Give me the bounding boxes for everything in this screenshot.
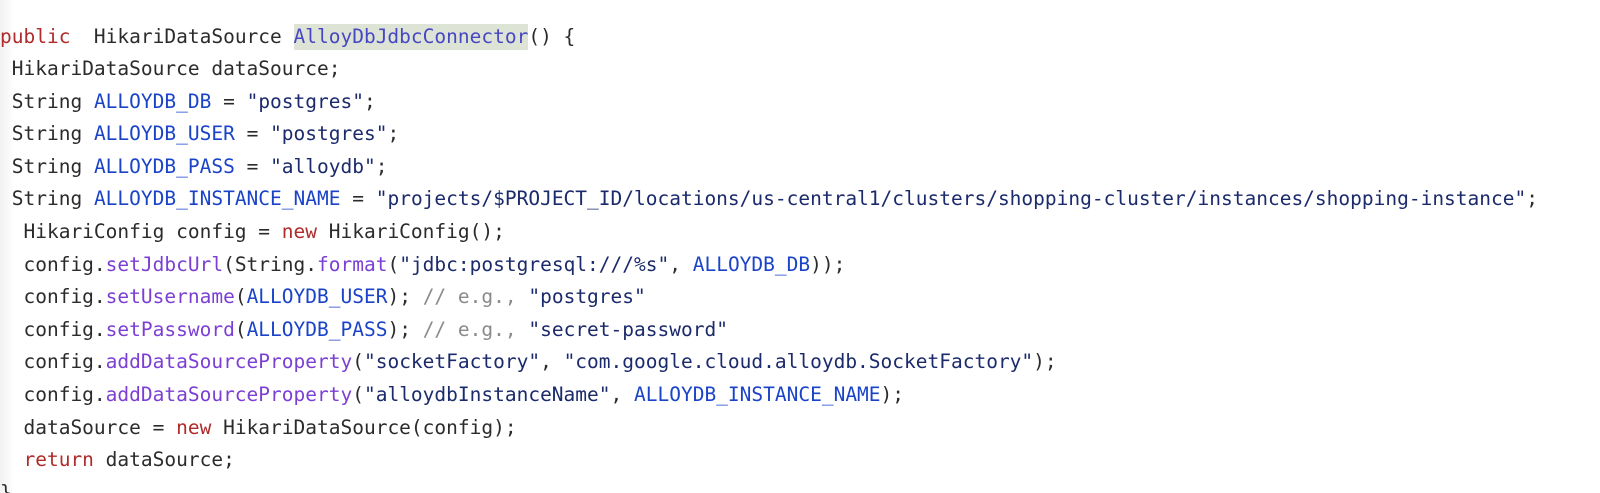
code-line: HikariConfig config = new HikariConfig()… (0, 216, 1600, 249)
code-token-string: "alloydb" (270, 154, 376, 178)
code-token-plain: ; (387, 122, 400, 146)
code-token-plain: config. (23, 350, 106, 374)
code-token-plain: ); (1033, 350, 1057, 374)
code-token-var: ALLOYDB_DB (692, 252, 811, 276)
code-line: return dataSource; (0, 444, 1600, 477)
code-token-method: addDataSourceProperty (105, 350, 353, 374)
code-line: config.setUsername(ALLOYDB_USER); // e.g… (0, 281, 1600, 314)
code-line: dataSource = new HikariDataSource(config… (0, 412, 1600, 445)
code-line: } (0, 477, 1600, 493)
code-token-var: ALLOYDB_PASS (93, 154, 235, 178)
code-token-string: "socketFactory" (363, 350, 541, 374)
code-token-plain: String (11, 187, 94, 211)
code-token-plain: String (11, 154, 94, 178)
code-token-plain: , (610, 383, 634, 407)
code-line: public HikariDataSource AlloyDbJdbcConne… (0, 21, 1600, 54)
code-token-plain: )); (810, 252, 846, 276)
code-line: config.setJdbcUrl(String.format("jdbc:po… (0, 249, 1600, 282)
code-token-plain: ; (363, 89, 376, 113)
code-token-var: ALLOYDB_USER (93, 122, 235, 146)
code-token-string: "com.google.cloud.alloydb.SocketFactory" (563, 350, 1034, 374)
code-token-plain: String (11, 89, 94, 113)
code-token-method: addDataSourceProperty (105, 383, 353, 407)
code-token-plain: = (234, 154, 271, 178)
code-token-plain: } (0, 480, 12, 493)
code-token-plain: (String. (223, 252, 317, 276)
code-token-plain: ); (387, 317, 423, 341)
code-token-plain: config. (23, 383, 106, 407)
code-token-plain: ( (234, 317, 247, 341)
code-token-keyword: new (176, 415, 212, 439)
code-token-plain: config. (23, 252, 106, 276)
code-line: config.addDataSourceProperty("alloydbIns… (0, 379, 1600, 412)
code-token-comment: // e.g., (422, 317, 529, 341)
code-token-plain: ); (387, 285, 423, 309)
code-line: String ALLOYDB_INSTANCE_NAME = "projects… (0, 183, 1600, 216)
code-token-method: setJdbcUrl (105, 252, 224, 276)
code-token-plain: = (234, 122, 271, 146)
code-token-keyword: public (0, 24, 71, 48)
code-token-plain: HikariConfig config = (23, 220, 282, 244)
code-line: HikariDataSource dataSource; (0, 53, 1600, 86)
code-token-plain: config. (23, 285, 106, 309)
code-token-plain: HikariDataSource dataSource; (11, 57, 341, 81)
code-token-comment: // e.g., (422, 285, 529, 309)
code-token-string: "postgres" (270, 122, 388, 146)
code-token-plain: String (11, 122, 94, 146)
code-token-plain: dataSource = (23, 415, 177, 439)
code-line: config.addDataSourceProperty("socketFact… (0, 346, 1600, 379)
code-token-plain: , (669, 252, 693, 276)
code-line: String ALLOYDB_PASS = "alloydb"; (0, 151, 1600, 184)
code-token-comment-str: "postgres" (528, 285, 646, 309)
code-token-plain: ; (375, 154, 388, 178)
code-block[interactable]: public HikariDataSource AlloyDbJdbcConne… (0, 20, 1600, 493)
code-token-var: ALLOYDB_PASS (246, 317, 388, 341)
code-token-string: "jdbc:postgresql:///%s" (399, 252, 670, 276)
code-token-plain: HikariDataSource (70, 24, 294, 48)
code-token-plain: dataSource; (93, 448, 235, 472)
code-token-string: "alloydbInstanceName" (363, 383, 611, 407)
code-line: String ALLOYDB_USER = "postgres"; (0, 118, 1600, 151)
code-token-string: "postgres" (246, 89, 364, 113)
code-token-method: format (317, 252, 388, 276)
code-token-comment-str: "secret-password" (528, 317, 728, 341)
code-token-plain: = (340, 187, 376, 211)
code-token-plain: config. (23, 317, 106, 341)
code-token-plain: ( (387, 252, 400, 276)
code-token-string: "projects/$PROJECT_ID/locations/us-centr… (375, 187, 1527, 211)
code-token-keyword: new (281, 220, 317, 244)
code-token-var: ALLOYDB_INSTANCE_NAME (634, 383, 881, 407)
code-token-plain: ( (352, 383, 364, 407)
code-line: String ALLOYDB_DB = "postgres"; (0, 86, 1600, 119)
code-token-plain: = (211, 89, 247, 113)
code-token-var: ALLOYDB_USER (246, 285, 388, 309)
code-token-var: ALLOYDB_INSTANCE_NAME (93, 187, 341, 211)
code-token-plain: HikariDataSource(config); (211, 415, 517, 439)
code-token-plain: ); (880, 383, 905, 407)
code-token-plain: , (540, 350, 564, 374)
code-line: config.setPassword(ALLOYDB_PASS); // e.g… (0, 314, 1600, 347)
code-token-highlight[interactable]: AlloyDbJdbcConnector (293, 23, 529, 50)
code-token-plain: ( (234, 285, 247, 309)
code-token-plain: HikariConfig(); (317, 220, 505, 244)
code-token-method: setUsername (105, 285, 235, 309)
code-token-keyword: return (23, 448, 94, 472)
code-token-plain: ( (352, 350, 364, 374)
code-token-plain: ; (1526, 187, 1538, 211)
code-token-var: ALLOYDB_DB (93, 89, 212, 113)
code-token-method: setPassword (105, 317, 235, 341)
code-token-plain: () { (528, 24, 576, 48)
